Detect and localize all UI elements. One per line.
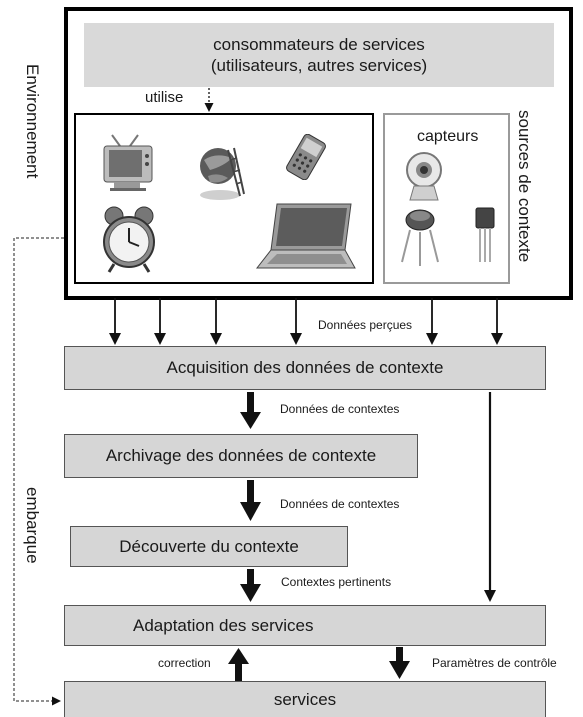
consumers-line2: (utilisateurs, autres services) — [210, 56, 428, 75]
context-sources-label: sources de contexte — [515, 110, 534, 263]
transistor-icon — [475, 207, 495, 262]
environment-frame — [64, 7, 573, 300]
archiving-to-discovery-arrow — [240, 480, 261, 521]
context-data-label-1: Données de contextes — [280, 402, 400, 416]
correction-label: correction — [158, 656, 211, 670]
consumers-line1: consommateurs de services — [213, 35, 425, 54]
archiving-box: Archivage des données de contexte — [64, 434, 418, 478]
discovery-box: Découverte du contexte — [70, 526, 348, 567]
correction-arrow — [228, 648, 249, 681]
acquisition-label: Acquisition des données de contexte — [166, 358, 444, 377]
relevant-contexts-label: Contextes pertinents — [281, 575, 392, 589]
uses-label: utilise — [145, 89, 184, 106]
archiving-label: Archivage des données de contexte — [105, 446, 377, 465]
webcam-icon — [406, 152, 442, 201]
discovery-to-adaptation-arrow — [240, 569, 261, 602]
globe-ladder-icon — [200, 147, 245, 200]
adaptation-box: Adaptation des services — [64, 605, 546, 646]
services-label: services — [273, 689, 337, 709]
mobile-phone-icon — [286, 134, 326, 180]
sensors-label: capteurs — [417, 128, 479, 145]
context-data-label-2: Données de contextes — [280, 497, 400, 511]
perceived-data-label: Données perçues — [318, 318, 413, 332]
service-consumers-box: consommateurs de services (utilisateurs,… — [84, 23, 554, 87]
control-parameters-arrow — [389, 647, 410, 679]
acquisition-to-archiving-arrow — [240, 392, 261, 429]
tv-icon — [103, 134, 153, 191]
adaptation-label: Adaptation des services — [133, 615, 314, 635]
laptop-icon — [255, 203, 356, 269]
discovery-label: Découverte du contexte — [119, 536, 299, 556]
embedded-label: embarque — [23, 487, 42, 564]
control-parameters-label: Paramètres de contrôle — [432, 656, 557, 670]
embedded-connector — [13, 237, 64, 706]
environment-label: Environnement — [23, 64, 42, 179]
acquisition-box: Acquisition des données de contexte — [64, 346, 546, 390]
alarm-clock-icon — [103, 206, 155, 273]
services-box: services — [64, 681, 546, 717]
sensor-chip-icon — [401, 209, 439, 266]
